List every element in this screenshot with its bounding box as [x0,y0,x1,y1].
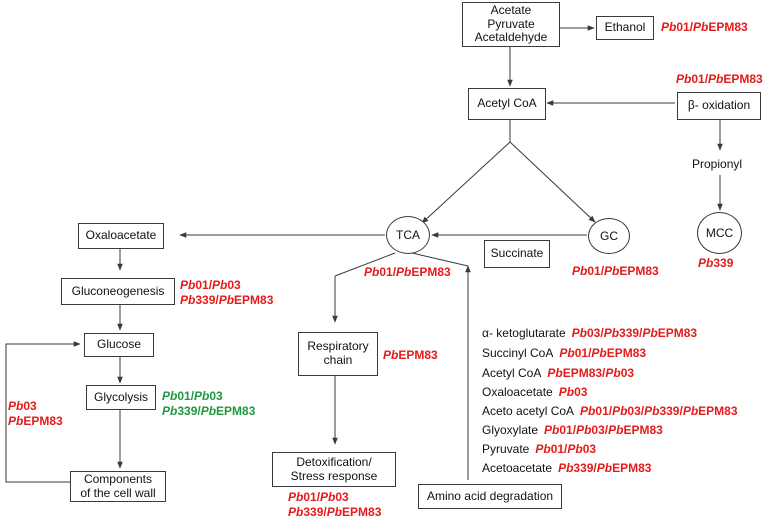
amino-list-item: Succinyl CoA Pb01/PbEPM83 [482,346,646,361]
label-ethanol-strains: Pb01/PbEPM83 [661,20,748,34]
metabolite-strains: Pb03/Pb339/PbEPM83 [571,326,698,340]
label-detox-strains-2: Pb339/PbEPM83 [288,505,382,519]
metabolite-strains: Pb339/PbEPM83 [558,461,652,475]
node-oxaloacetate: Oxaloacetate [78,223,164,249]
node-cell-wall-components: Components of the cell wall [70,471,166,502]
metabolite-strains: Pb01/Pb03/Pb339/PbEPM83 [580,404,738,418]
node-mcc: MCC [697,212,742,254]
metabolite-strains: Pb01/Pb03/PbEPM83 [544,423,663,437]
arrow-components-to-glucose [5,341,81,483]
label-glycolysis-strains-1: Pb01/Pb03 [162,389,223,403]
node-acetate-pyruvate-acetaldehyde: Acetate Pyruvate Acetaldehyde [462,2,560,47]
amino-list-item: α- ketoglutarate Pb03/Pb339/PbEPM83 [482,326,697,341]
node-amino-acid-degradation: Amino acid degradation [418,484,562,509]
metabolite-strains: PbEPM83/Pb03 [547,366,635,380]
node-tca: TCA [386,216,430,254]
label-betaox-strains: Pb01/PbEPM83 [676,72,763,86]
amino-list-item: Oxaloacetate Pb03 [482,385,587,400]
node-glycolysis: Glycolysis [86,385,156,410]
line-tca-arrow-to-center [411,252,469,267]
metabolite-name: Oxaloacetate [482,385,553,399]
node-beta-oxidation: β- oxidation [677,92,761,120]
label-feedback-strains-2: PbEPM83 [8,414,63,428]
node-propionyl: Propionyl [692,157,743,171]
metabolite-name: Pyruvate [482,442,530,456]
arrow-acetylcoa-to-gc [509,141,596,223]
arrow-acetylcoa-to-tca [421,141,511,224]
metabolite-name: Glyoxylate [482,423,539,437]
node-acetyl-coa: Acetyl CoA [468,88,546,120]
amino-list-item: Aceto acetyl CoA Pb01/Pb03/Pb339/PbEPM83 [482,404,738,419]
node-succinate: Succinate [484,240,550,268]
node-gc: GC [588,218,630,254]
label-respiratory-strains: PbEPM83 [383,348,438,362]
amino-list-item: Acetoacetate Pb339/PbEPM83 [482,461,651,476]
metabolite-name: Acetyl CoA [482,366,542,380]
amino-list-item: Glyoxylate Pb01/Pb03/PbEPM83 [482,423,663,438]
metabolite-name: α- ketoglutarate [482,326,566,340]
metabolite-name: Aceto acetyl CoA [482,404,575,418]
metabolite-strains: Pb01/Pb03 [535,442,597,456]
node-gluconeogenesis: Gluconeogenesis [61,278,175,305]
amino-list-item: Pyruvate Pb01/Pb03 [482,442,596,457]
label-tca-strains: Pb01/PbEPM83 [364,265,451,279]
amino-list-item: Acetyl CoA PbEPM83/Pb03 [482,366,634,381]
node-glucose: Glucose [84,333,154,357]
label-feedback-strains-1: Pb03 [8,399,37,413]
node-detoxification: Detoxification/ Stress response [272,452,396,487]
metabolite-strains: Pb01/PbEPM83 [559,346,647,360]
label-mcc-strains: Pb339 [698,256,734,270]
metabolite-name: Succinyl CoA [482,346,554,360]
metabolite-strains: Pb03 [558,385,588,399]
metabolite-name: Acetoacetate [482,461,553,475]
label-gluconeogenesis-strains-2: Pb339/PbEPM83 [180,293,274,307]
label-glycolysis-strains-2: Pb339/PbEPM83 [162,404,256,418]
label-detox-strains-1: Pb01/Pb03 [288,490,349,504]
label-gluconeogenesis-strains-1: Pb01/Pb03 [180,278,241,292]
line-tca-to-respiratory [334,252,396,277]
node-ethanol: Ethanol [596,16,654,40]
label-gc-strains: Pb01/PbEPM83 [572,264,659,278]
node-respiratory-chain: Respiratory chain [298,332,378,376]
